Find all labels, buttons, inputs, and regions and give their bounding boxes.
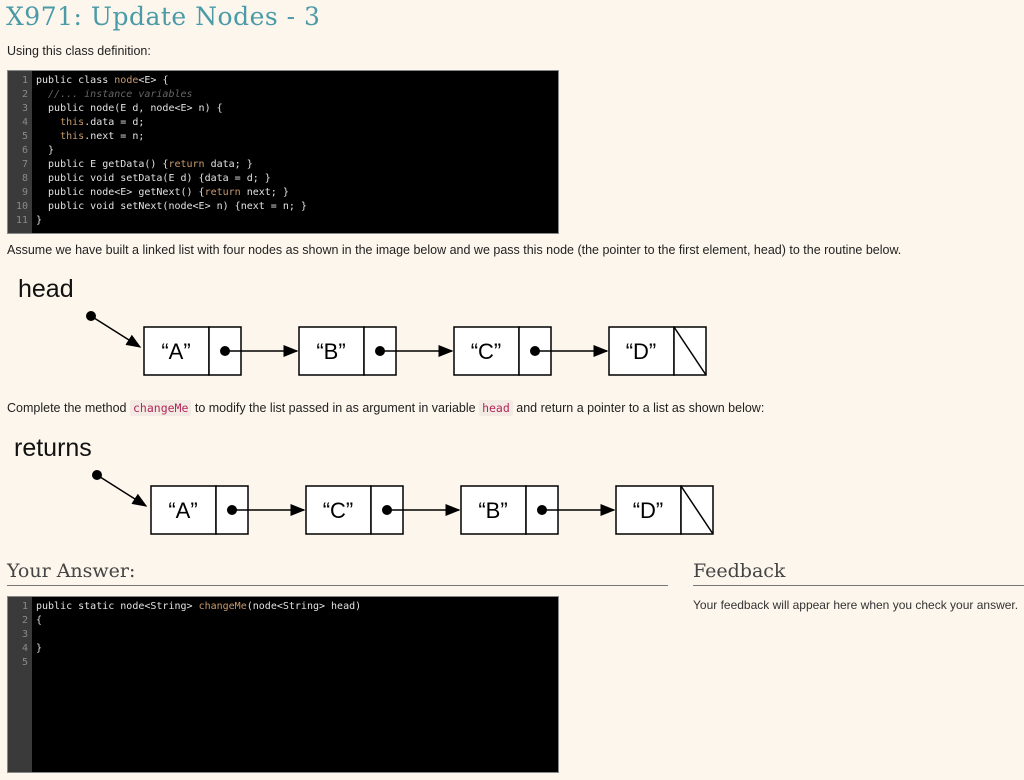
code-line: public node(E d, node<E> n) {	[36, 103, 223, 114]
complete-text: Complete the method changeMe to modify t…	[7, 400, 765, 416]
list-node: “A”	[143, 326, 299, 376]
code-gutter: 1 2 3 4 5 6 7 8 9 10 11	[8, 71, 32, 233]
answer-code-editor[interactable]: 1 2 3 4 5 public static node<String> changeM…	[7, 596, 559, 773]
feedback-heading: Feedback	[693, 560, 786, 582]
line-number: 4	[21, 643, 28, 654]
line-number: 1	[21, 75, 28, 86]
node-label: “B”	[478, 498, 507, 523]
editor-line[interactable]: public static node<String> changeMe(node…	[36, 601, 362, 612]
your-answer-heading: Your Answer:	[7, 560, 136, 582]
node-data-cell	[453, 326, 520, 376]
line-number: 2	[21, 89, 28, 100]
editor-line[interactable]	[36, 656, 361, 670]
code-line: }	[36, 215, 43, 226]
node-label: “D”	[626, 339, 657, 364]
line-number: 7	[21, 159, 28, 170]
editor-line[interactable]: {	[36, 615, 43, 626]
line-number: 2	[21, 615, 28, 626]
head-label: head	[18, 275, 74, 303]
code-lines: public class node<E> { //... instance va…	[32, 71, 307, 233]
list-node: “B”	[298, 326, 454, 376]
null-pointer-slash	[680, 485, 714, 535]
node-label: “A”	[161, 339, 190, 364]
code-line: public E getData() {return data; }	[36, 159, 253, 170]
code-line: public void setNext(node<E> n) {next = n…	[36, 201, 307, 212]
class-code-block: 1 2 3 4 5 6 7 8 9 10 11 public class node<E> { //.…	[7, 70, 559, 234]
list-node: “C”	[453, 326, 609, 376]
node-data-cell	[305, 485, 372, 535]
line-number: 3	[21, 103, 28, 114]
assume-text: Assume we have built a linked list with …	[7, 243, 902, 257]
node-data-cell	[615, 485, 682, 535]
line-number: 8	[21, 173, 28, 184]
returns-label: returns	[14, 434, 92, 462]
code-line: //... instance variables	[36, 89, 193, 100]
node-data-cell	[143, 326, 210, 376]
line-number: 10	[15, 201, 28, 212]
line-number: 9	[21, 187, 28, 198]
node-label: “B”	[316, 339, 345, 364]
list-node: “C”	[305, 485, 461, 535]
code-line: public class node<E> {	[36, 75, 169, 86]
node-label: “C”	[471, 339, 502, 364]
list-node: “B”	[460, 485, 616, 535]
line-number: 11	[15, 215, 28, 226]
line-number: 1	[21, 601, 28, 612]
answer-divider	[7, 585, 668, 586]
line-number: 4	[21, 117, 28, 128]
list-node: “D”	[615, 485, 714, 535]
node-label: “C”	[323, 498, 354, 523]
line-number: 6	[21, 145, 28, 156]
list-node: “A”	[150, 485, 306, 535]
node-label: “D”	[633, 498, 664, 523]
editor-line[interactable]: }	[36, 643, 43, 654]
line-number: 5	[21, 657, 28, 668]
code-line: }	[36, 145, 55, 156]
editor-lines[interactable]: public static node<String> changeMe(node…	[32, 597, 361, 772]
feedback-text: Your feedback will appear here when you …	[693, 598, 1019, 612]
line-number: 3	[21, 629, 28, 640]
editor-gutter: 1 2 3 4 5	[8, 597, 32, 772]
variable-name-code: head	[479, 400, 513, 416]
editor-line[interactable]	[36, 628, 361, 642]
list-node: “D”	[608, 326, 707, 376]
intro-text: Using this class definition:	[7, 44, 151, 58]
code-line: this.data = d;	[60, 117, 145, 128]
feedback-divider	[693, 585, 1024, 586]
code-line: public node<E> getNext() {return next; }	[36, 187, 289, 198]
method-name-code: changeMe	[130, 400, 192, 416]
code-line: public void setData(E d) {data = d; }	[36, 173, 271, 184]
node-data-cell	[298, 326, 365, 376]
page-title: X971: Update Nodes - 3	[6, 2, 321, 31]
node-label: “A”	[168, 498, 197, 523]
code-line: this.next = n;	[60, 131, 145, 142]
line-number: 5	[21, 131, 28, 142]
null-pointer-slash	[673, 326, 707, 376]
